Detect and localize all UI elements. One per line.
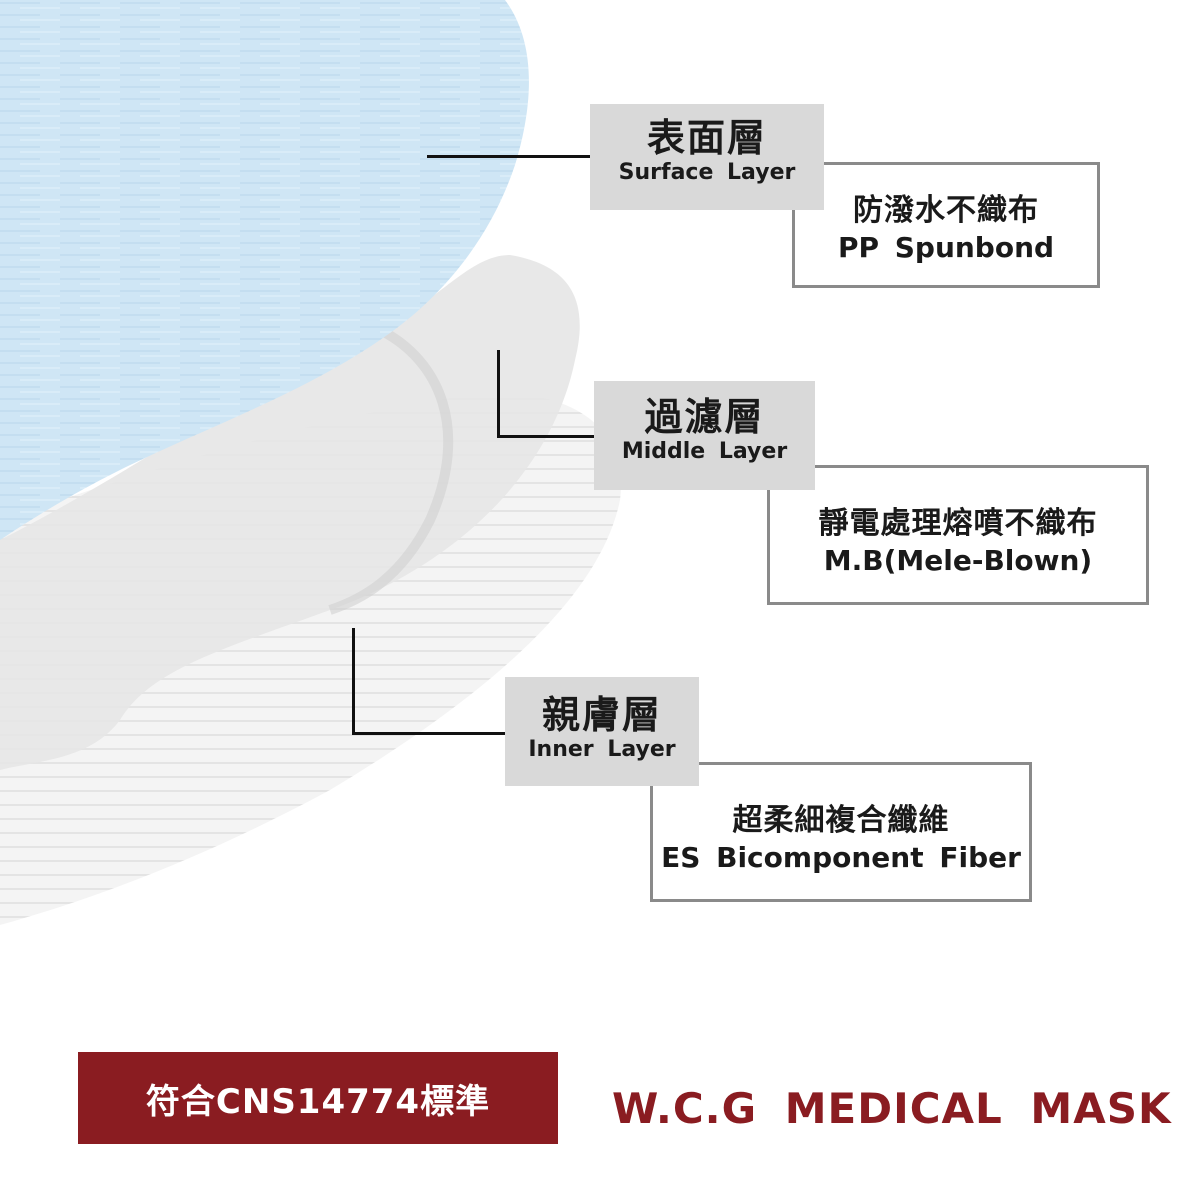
middle-layer-label: 過濾層 Middle Layer — [594, 381, 815, 490]
surface-layer-shape — [0, 0, 529, 540]
brand-name: W.C.G MEDICAL MASK — [612, 1084, 1172, 1133]
middle-connector-horizontal — [497, 435, 597, 438]
inner-connector-vertical — [352, 628, 355, 735]
middle-connector-vertical — [497, 350, 500, 438]
cns-standard-badge: 符合CNS14774標準 — [78, 1052, 558, 1144]
surface-layer-desc-zh: 防潑水不織布 — [853, 193, 1039, 228]
middle-layer-desc-en: M.B(Mele-Blown) — [823, 544, 1093, 577]
inner-layer-label: 親膚層 Inner Layer — [505, 677, 699, 786]
middle-layer-title-en: Middle Layer — [621, 438, 788, 464]
inner-layer-title-en: Inner Layer — [528, 736, 676, 762]
inner-layer-title-zh: 親膚層 — [541, 693, 662, 737]
surface-layer-desc-box: 防潑水不織布 PP Spunbond — [792, 162, 1100, 288]
surface-layer-desc-en: PP Spunbond — [837, 231, 1055, 264]
middle-layer-desc-box: 靜電處理熔噴不織布 M.B(Mele-Blown) — [767, 465, 1149, 605]
inner-connector-horizontal — [352, 732, 507, 735]
middle-layer-title-zh: 過濾層 — [644, 395, 765, 439]
inner-layer-desc-en: ES Bicomponent Fiber — [661, 841, 1021, 874]
surface-layer-label: 表面層 Surface Layer — [590, 104, 824, 210]
inner-layer-desc-zh: 超柔細複合纖維 — [732, 803, 950, 838]
inner-layer-desc-box: 超柔細複合纖維 ES Bicomponent Fiber — [650, 762, 1032, 902]
surface-layer-title-zh: 表面層 — [646, 116, 767, 160]
surface-connector-line — [427, 155, 592, 158]
middle-layer-desc-zh: 靜電處理熔噴不織布 — [818, 506, 1098, 541]
surface-layer-title-en: Surface Layer — [618, 159, 796, 185]
